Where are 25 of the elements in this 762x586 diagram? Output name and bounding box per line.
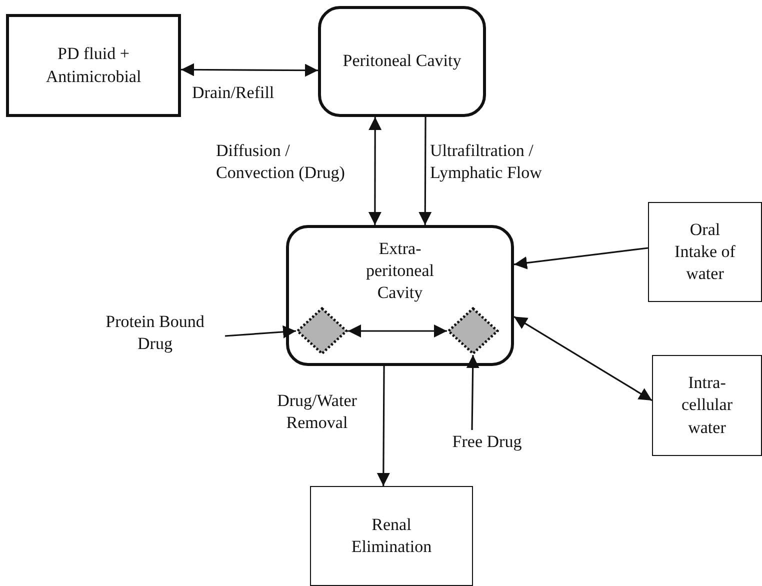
node-text: Renal Elimination	[350, 514, 433, 558]
arrow	[466, 354, 480, 430]
node-text: Oral Intake of water	[674, 218, 736, 286]
arrow	[224, 325, 296, 338]
process-box	[652, 355, 762, 456]
decision-diamond	[447, 307, 499, 355]
arrow	[181, 63, 318, 77]
arrow	[376, 366, 390, 486]
rounded-box	[318, 6, 486, 117]
rounded-box	[286, 225, 514, 366]
node-text: PD fluid + Antimicrobial	[44, 43, 142, 88]
node-text: Intra- cellular water	[680, 372, 734, 439]
node-text: Extra- peritoneal Cavity	[365, 238, 435, 304]
arrow	[514, 247, 648, 270]
arrow	[418, 117, 432, 225]
arrow	[368, 117, 382, 225]
arrow	[348, 324, 447, 338]
process-box	[648, 202, 762, 302]
arrow	[514, 316, 652, 402]
process-box	[6, 14, 181, 117]
decision-diamond	[296, 307, 348, 355]
node-label: Protein Bound Drug	[104, 310, 206, 355]
node-text: Peritoneal Cavity	[342, 50, 462, 72]
node-label: Free Drug	[451, 430, 523, 453]
process-box	[310, 486, 473, 586]
